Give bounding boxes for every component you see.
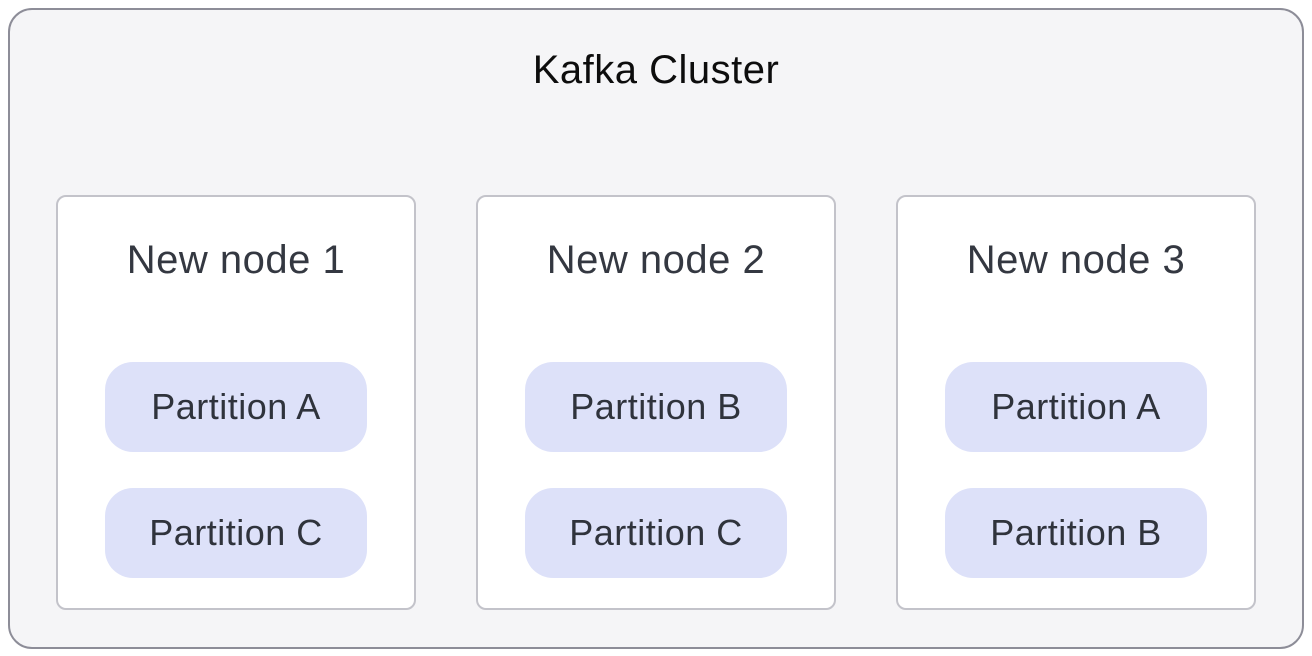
- partitions-list: Partition A Partition C: [105, 362, 367, 578]
- partition-pill: Partition B: [945, 488, 1207, 578]
- nodes-row: New node 1 Partition A Partition C New n…: [10, 195, 1302, 610]
- partitions-list: Partition B Partition C: [525, 362, 787, 578]
- partitions-list: Partition A Partition B: [945, 362, 1207, 578]
- node-title: New node 3: [966, 238, 1186, 282]
- node-title: New node 2: [546, 238, 766, 282]
- kafka-cluster-container: Kafka Cluster New node 1 Partition A Par…: [8, 8, 1304, 649]
- node-title: New node 1: [126, 238, 346, 282]
- partition-pill: Partition C: [105, 488, 367, 578]
- partition-pill: Partition A: [945, 362, 1207, 452]
- partition-pill: Partition B: [525, 362, 787, 452]
- node-card: New node 2 Partition B Partition C: [476, 195, 836, 610]
- partition-pill: Partition A: [105, 362, 367, 452]
- node-card: New node 3 Partition A Partition B: [896, 195, 1256, 610]
- cluster-title: Kafka Cluster: [532, 48, 780, 92]
- node-card: New node 1 Partition A Partition C: [56, 195, 416, 610]
- partition-pill: Partition C: [525, 488, 787, 578]
